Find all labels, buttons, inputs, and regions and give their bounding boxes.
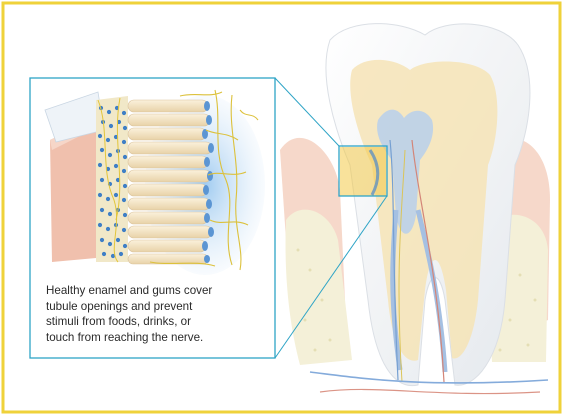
- inset-caption: Healthy enamel and gums cover tubule ope…: [46, 283, 268, 345]
- dentin-tubule-illustration: [45, 90, 265, 275]
